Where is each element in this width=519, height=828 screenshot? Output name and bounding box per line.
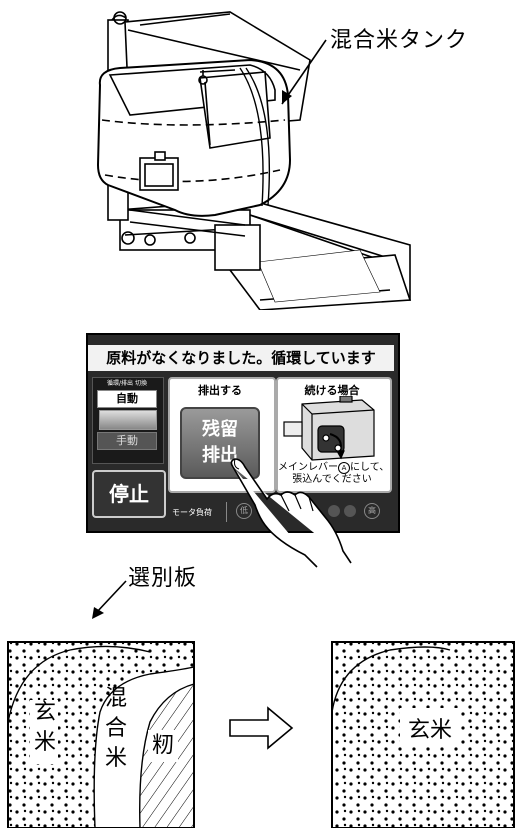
continue-msg-line1-end: にして、 — [350, 462, 390, 473]
sorting-callout-arrow — [92, 580, 127, 619]
load-high-indicator: 高 — [364, 503, 380, 519]
load-low-indicator: 低 — [236, 503, 252, 519]
hand-icon — [230, 458, 352, 568]
right-brown-rice-label: 玄米 — [407, 718, 452, 743]
mode-switch-label: 循環/排出 切換 — [107, 380, 147, 387]
sorting-plate-callout: 選別板 — [128, 566, 198, 591]
panel-header: 原料がなくなりました。循環しています — [88, 345, 394, 371]
load-dot-2 — [344, 505, 356, 517]
motor-load-divider — [226, 502, 227, 522]
discharge-title: 排出する — [198, 384, 242, 397]
auto-button[interactable]: 自動 — [97, 390, 157, 408]
residual-line1: 残留 — [202, 419, 238, 440]
motor-load-label: モータ負荷 — [172, 508, 212, 517]
lever-illustration — [283, 396, 375, 461]
residual-discharge-button[interactable]: 残留 排出 — [180, 407, 260, 479]
left-brown-rice-label: 玄米 — [33, 700, 56, 755]
tank-callout-label: 混合米タンク — [330, 28, 469, 53]
left-paddy-label: 籾 — [151, 733, 174, 758]
callout-arrowhead — [282, 90, 292, 104]
sorting-plate-before — [7, 641, 195, 828]
manual-button[interactable]: 手動 — [97, 432, 157, 450]
sorting-plate-after — [331, 641, 515, 828]
continue-msg-line2: 張込んでください — [292, 474, 372, 485]
transition-arrow-icon — [229, 706, 294, 750]
left-mixed-rice-label: 混合米 — [104, 686, 127, 771]
continue-msg-line1: メインレバー — [278, 462, 338, 473]
mode-slider[interactable] — [99, 410, 157, 430]
residual-line2: 排出 — [202, 445, 238, 466]
continue-title: 続ける場合 — [304, 384, 360, 397]
stop-button[interactable]: 停止 — [92, 470, 166, 518]
load-dot-1 — [328, 505, 340, 517]
machine-illustration — [96, 11, 412, 310]
